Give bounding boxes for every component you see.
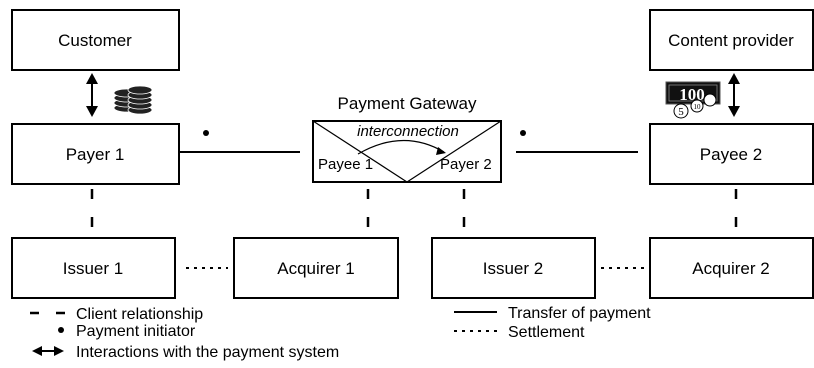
coin-ten-label: 10 <box>694 103 702 111</box>
legend-client-relationship: Client relationship <box>30 306 203 323</box>
gateway-payer2-label: Payer 2 <box>440 156 492 173</box>
provider-interaction-arrow <box>728 73 740 117</box>
legend-client-relationship-label: Client relationship <box>76 306 203 323</box>
coin-five-label: 5 <box>678 106 684 118</box>
customer-box: Customer <box>11 9 180 71</box>
customer-interaction-arrow <box>86 73 98 117</box>
interconnection-label: interconnection <box>357 123 459 140</box>
payee2-label: Payee 2 <box>700 145 762 164</box>
payer1-label: Payer 1 <box>66 145 125 164</box>
issuer2-box: Issuer 2 <box>431 237 596 299</box>
content-provider-label: Content provider <box>668 31 794 50</box>
legend-transfer-label: Transfer of payment <box>508 305 651 322</box>
acquirer1-label: Acquirer 1 <box>277 259 354 278</box>
legend-payment-initiator-label: Payment initiator <box>76 323 196 340</box>
coin-stack-icon <box>113 85 153 115</box>
gateway-title: Payment Gateway <box>338 94 477 113</box>
initiator-dot-right <box>520 130 526 136</box>
acquirer2-box: Acquirer 2 <box>649 237 814 299</box>
initiator-dot-left <box>203 130 209 136</box>
issuer1-box: Issuer 1 <box>11 237 176 299</box>
legend-payment-initiator: Payment initiator <box>58 323 196 340</box>
legend: Client relationship Payment initiator In… <box>30 305 651 361</box>
legend-settlement-label: Settlement <box>508 324 585 341</box>
content-provider-box: Content provider <box>649 9 814 71</box>
legend-interactions: Interactions with the payment system <box>32 344 339 361</box>
gateway-box: interconnection Payee 1 Payer 2 <box>312 120 502 183</box>
gateway-payee1-label: Payee 1 <box>318 156 373 173</box>
acquirer1-box: Acquirer 1 <box>233 237 399 299</box>
issuer2-label: Issuer 2 <box>483 259 543 278</box>
customer-label: Customer <box>58 31 132 50</box>
issuer1-label: Issuer 1 <box>63 259 123 278</box>
legend-transfer-of-payment: Transfer of payment <box>454 305 651 322</box>
legend-settlement: Settlement <box>454 324 585 341</box>
banknote-value: 100 <box>679 85 705 104</box>
legend-interactions-label: Interactions with the payment system <box>76 344 339 361</box>
payee2-box: Payee 2 <box>649 123 814 185</box>
acquirer2-label: Acquirer 2 <box>692 259 769 278</box>
banknote-icon: 100 5 10 <box>665 81 721 119</box>
payer1-box: Payer 1 <box>11 123 180 185</box>
